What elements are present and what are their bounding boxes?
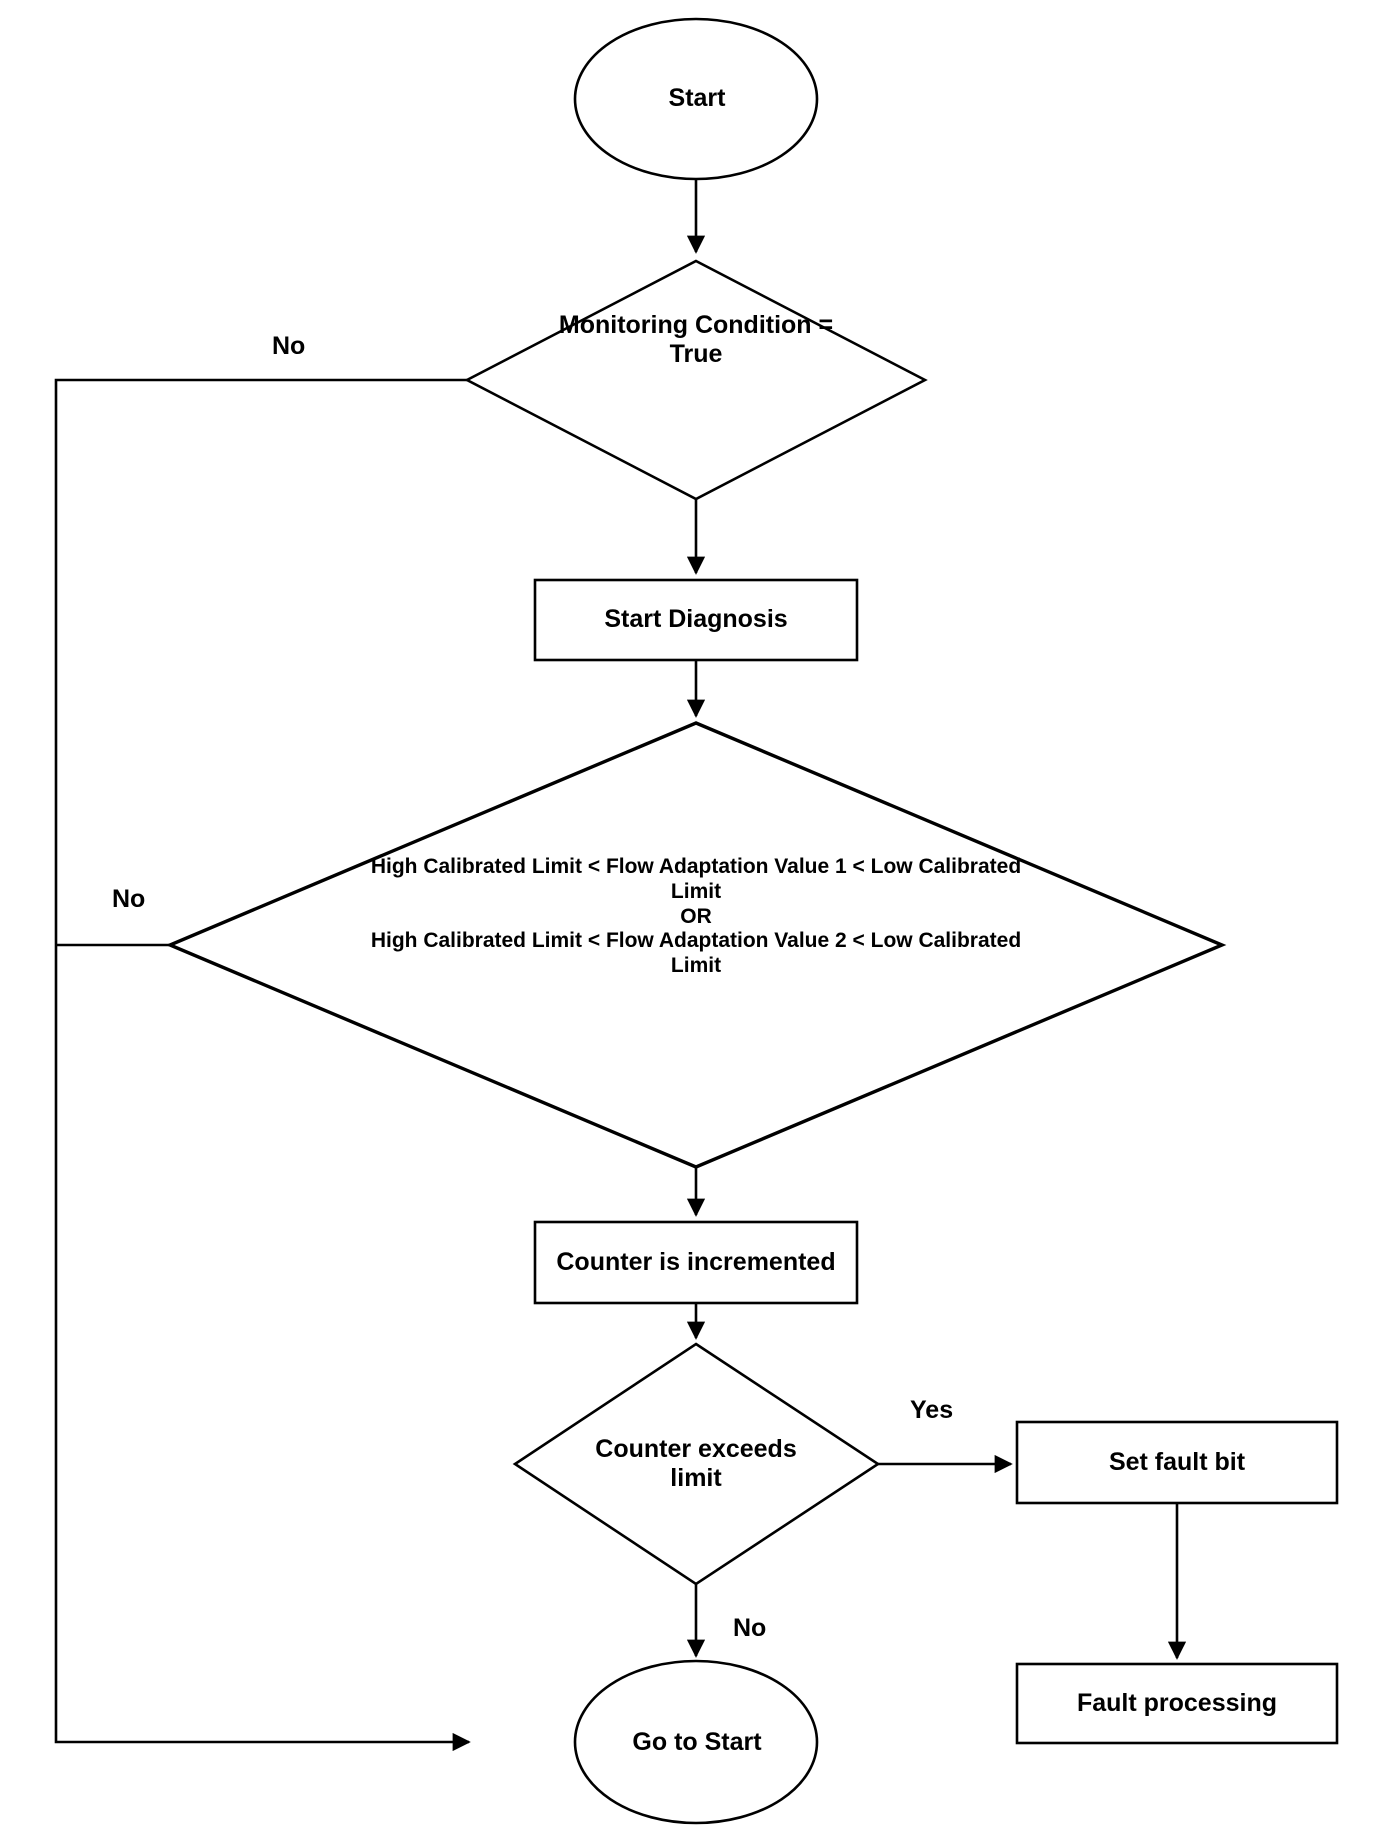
edge-label-counter-no: No bbox=[733, 1614, 767, 1642]
edge-label-limit-no: No bbox=[112, 885, 146, 913]
node-start-diagnosis-shape[interactable] bbox=[533, 578, 859, 662]
node-monitoring-condition-shape[interactable] bbox=[464, 259, 928, 501]
edge-label-monitoring-no: No bbox=[272, 332, 306, 360]
node-counter-exceeds-limit-shape[interactable] bbox=[512, 1342, 881, 1586]
node-go-to-start-shape[interactable] bbox=[573, 1659, 819, 1825]
node-counter-incremented-shape[interactable] bbox=[533, 1220, 859, 1305]
node-limit-condition-shape[interactable] bbox=[165, 721, 1227, 1169]
node-fault-processing-shape[interactable] bbox=[1015, 1662, 1339, 1745]
node-start-shape[interactable] bbox=[573, 17, 819, 181]
edge-label-counter-yes: Yes bbox=[910, 1396, 954, 1424]
node-set-fault-bit-shape[interactable] bbox=[1015, 1420, 1339, 1505]
edge-monitoring-no-to-gotostart bbox=[54, 378, 471, 1752]
